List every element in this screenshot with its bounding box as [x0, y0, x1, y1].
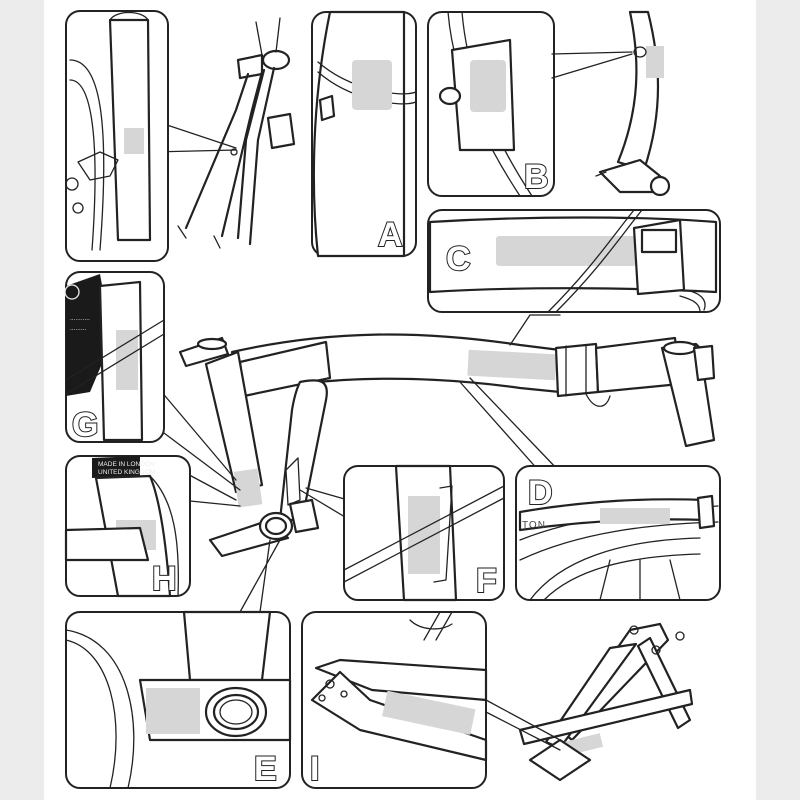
seatpost-label-1: MADE IN LONDON: [98, 461, 155, 468]
rear-triangle: [485, 622, 694, 782]
panel-e: E: [65, 610, 292, 789]
panel-f: F: [343, 464, 505, 602]
panel-g-letter: G: [72, 406, 98, 444]
panel-c-letter: C: [446, 240, 471, 278]
seatpost-label-2: UNITED KINGDOM: [98, 469, 155, 476]
seatpost-collar-dark: [92, 456, 140, 478]
panel-h-letter: H: [152, 560, 177, 598]
panel-d: TON D: [515, 465, 721, 601]
sticker-seat-tube: [233, 468, 263, 508]
bottom-bracket-shell: [258, 511, 294, 541]
hinge-clamp: [554, 342, 600, 398]
panel-b: B: [427, 11, 555, 197]
panel-d-letter: D: [528, 474, 553, 512]
sticker-main-tube: [467, 349, 557, 381]
panel-h: MADE IN LONDON UNITED KINGDOM H: [64, 455, 191, 599]
rear-fork-closeup: [595, 10, 671, 197]
main-frame: [178, 333, 716, 558]
seat-tube: [204, 350, 264, 494]
panel-a: A: [311, 10, 417, 258]
rim-label: TON: [522, 520, 546, 531]
panel-i-letter: I: [310, 750, 319, 788]
svg-text:...........: ...........: [70, 315, 90, 322]
svg-text:.........: .........: [70, 325, 86, 332]
front-fork: [177, 17, 296, 249]
panel-top-left: [65, 10, 169, 262]
panel-c: C: [427, 209, 721, 313]
panel-i: I: [301, 611, 488, 789]
panel-e-letter: E: [254, 750, 277, 788]
panel-f-letter: F: [476, 562, 497, 600]
panel-g: ........... ......... G: [64, 271, 165, 445]
panel-b-letter: B: [524, 158, 549, 196]
panel-a-letter: A: [378, 216, 403, 254]
